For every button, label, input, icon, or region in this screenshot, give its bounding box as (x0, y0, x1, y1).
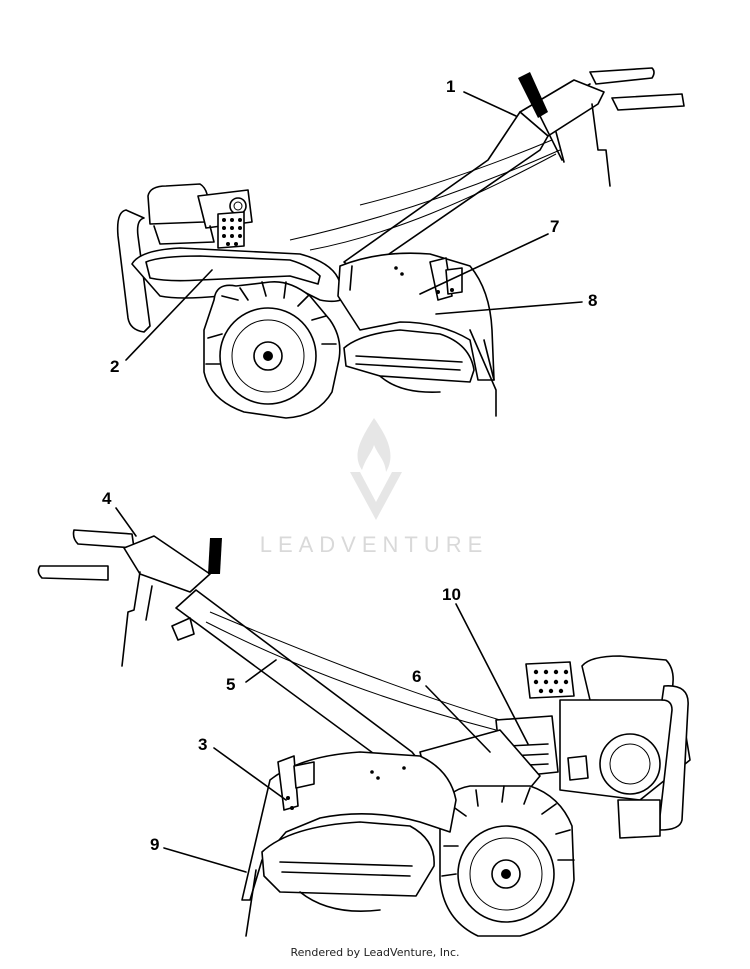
handle-tube (343, 111, 549, 275)
callout-5-leader (245, 659, 277, 683)
callout-labels: 1 2 3 4 5 6 7 8 9 10 (102, 77, 597, 854)
callout-1[interactable]: 1 (446, 77, 455, 96)
callout-7-leader (419, 233, 549, 295)
callout-8[interactable]: 8 (588, 291, 597, 310)
side-rail (145, 255, 321, 285)
callout-3-leader (213, 747, 287, 801)
callout-2-leader (125, 269, 213, 361)
callout-8-leader (435, 301, 583, 315)
shift-lever (539, 115, 563, 161)
callout-5[interactable]: 5 (226, 675, 235, 694)
engine (147, 183, 253, 249)
handlebar-grips (37, 529, 135, 581)
control-cables (289, 139, 561, 251)
wheel (203, 280, 341, 419)
recoil-starter (599, 733, 661, 795)
control-bail (591, 103, 611, 187)
wheel (439, 785, 575, 937)
front-bumper (116, 209, 151, 333)
tiller-left-side-view (116, 67, 685, 419)
tine-hood (337, 252, 497, 417)
footer-credit: Rendered by LeadVenture, Inc. (290, 946, 460, 959)
tine-hood (241, 751, 457, 937)
callout-6[interactable]: 6 (412, 667, 421, 686)
callout-10[interactable]: 10 (442, 585, 461, 604)
callout-9[interactable]: 9 (150, 835, 159, 854)
shift-lever-knob (518, 72, 548, 118)
front-bumper (659, 685, 689, 831)
watermark-text: LEADVENTURE (260, 532, 489, 557)
air-filter-grille (222, 218, 242, 246)
air-filter-grille (533, 669, 569, 694)
callout-3[interactable]: 3 (198, 735, 207, 754)
control-bail (121, 571, 141, 667)
depth-stake-bracket (277, 755, 299, 811)
handle-console (123, 535, 211, 593)
shift-lever-knob (208, 538, 222, 574)
callout-2[interactable]: 2 (110, 357, 119, 376)
callout-4[interactable]: 4 (102, 489, 112, 508)
leadventure-flame-logo-icon (350, 418, 402, 520)
callout-6-leader (425, 685, 491, 753)
callout-9-leader (163, 847, 247, 873)
tine-shield-flap (261, 821, 435, 897)
callout-10-leader (455, 603, 529, 745)
handle-tube (175, 589, 429, 783)
callout-4-leader (115, 507, 137, 537)
leadventure-watermark: LEADVENTURE (260, 418, 489, 557)
tiller-right-side-view (37, 507, 691, 937)
callout-7[interactable]: 7 (550, 217, 559, 236)
callout-1-leader (463, 91, 517, 117)
